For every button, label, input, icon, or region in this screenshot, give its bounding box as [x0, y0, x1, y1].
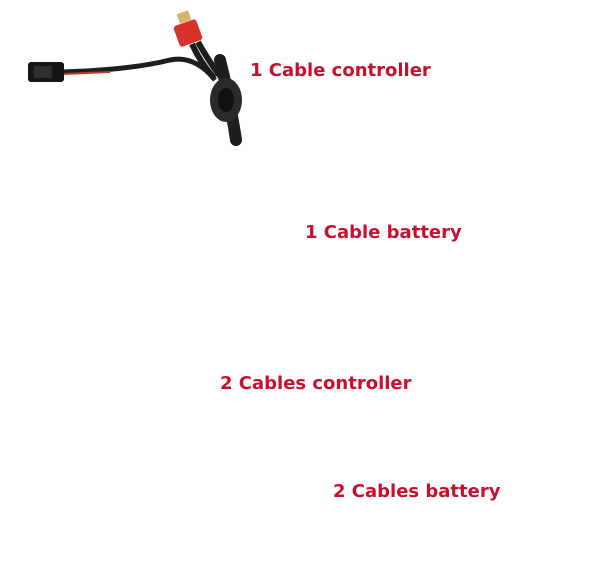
one-cable-controller-image — [28, 10, 242, 146]
red-t-connector — [173, 19, 203, 47]
two-cables-battery-label: 2 Cables battery — [333, 481, 501, 502]
one-cable-controller-label: 1 Cable controller — [250, 60, 431, 81]
one-cable-battery-label: 1 Cable battery — [305, 222, 462, 243]
two-cables-controller-label: 2 Cables controller — [220, 373, 412, 394]
signal-cable — [61, 56, 217, 82]
